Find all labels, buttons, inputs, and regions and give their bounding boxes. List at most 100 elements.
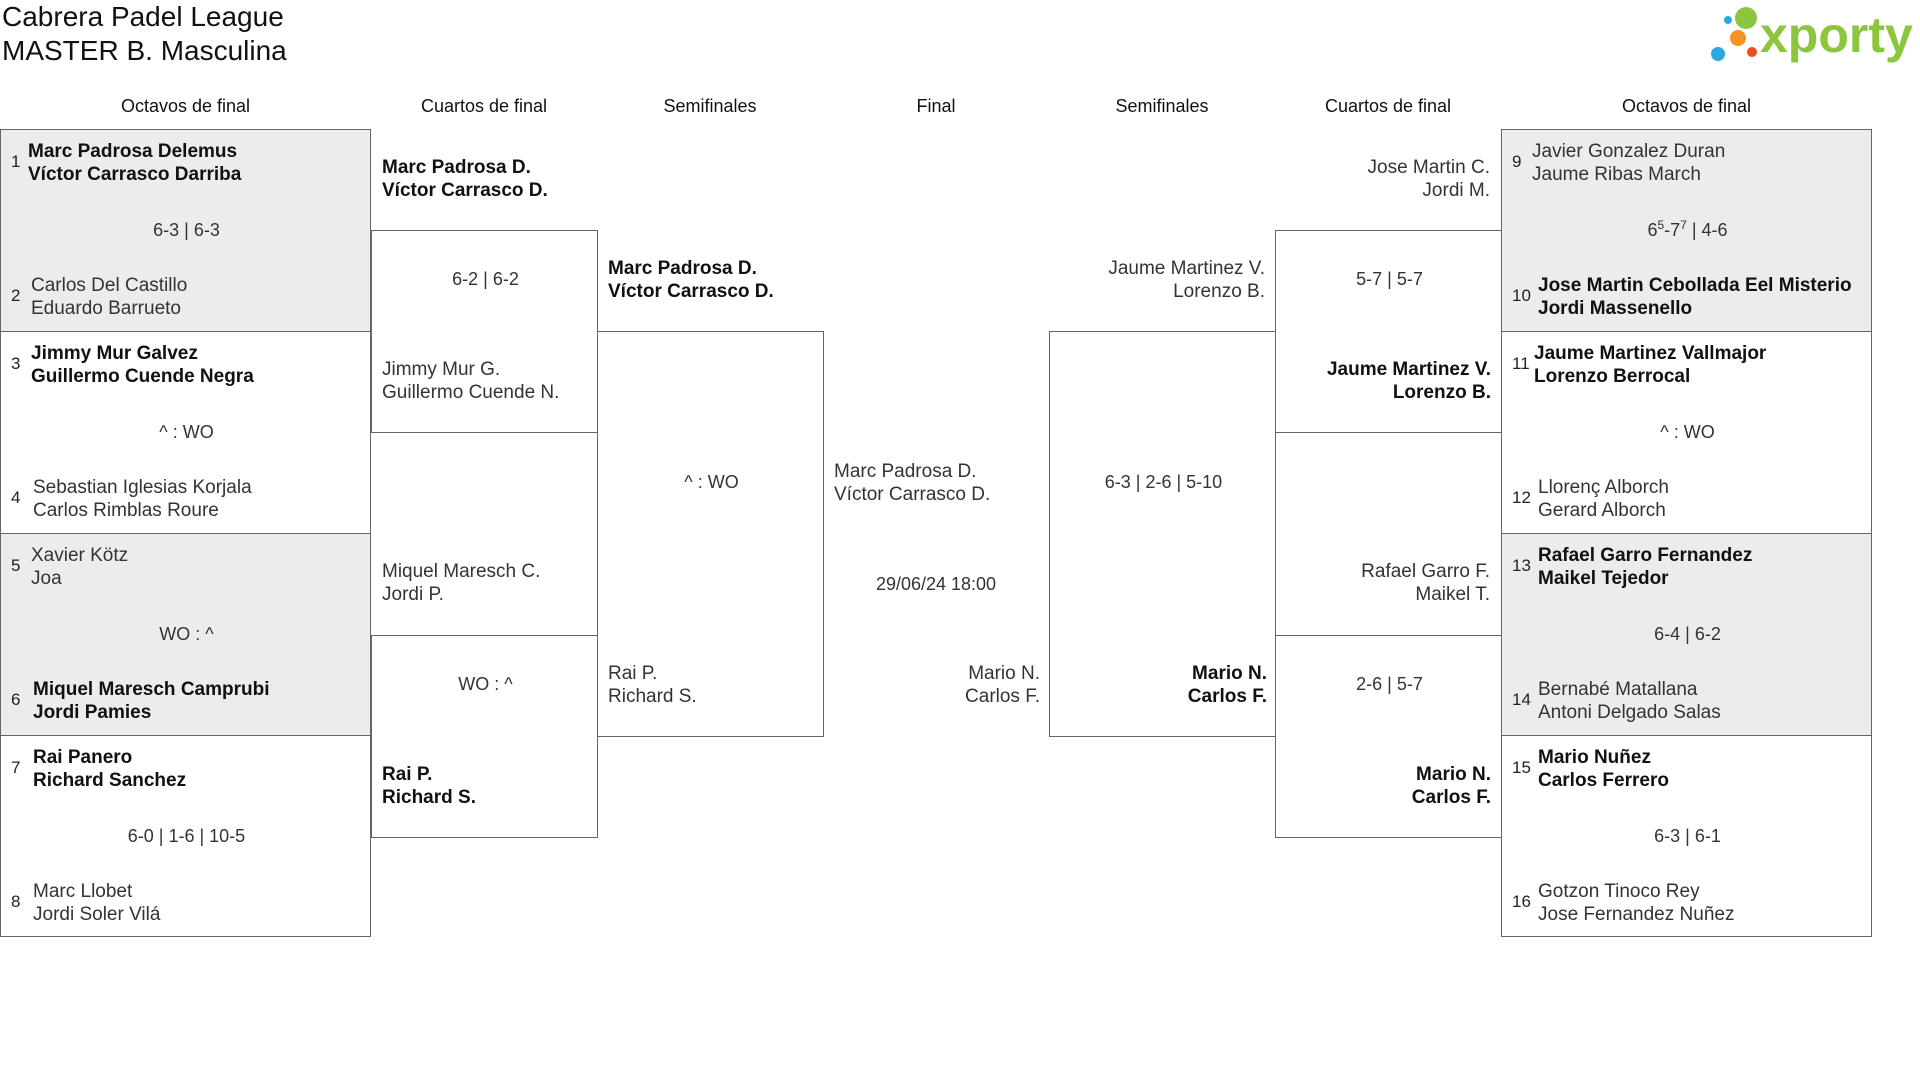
player: Jose Martin Cebollada Eel Misterio <box>1538 275 1852 296</box>
seed: 4 <box>11 488 21 507</box>
match-left-r16-1[interactable]: 1 Marc Padrosa Delemus Víctor Carrasco D… <box>0 129 371 331</box>
score-rest: | 4-6 <box>1686 220 1728 240</box>
match-right-r16-4[interactable]: 15 Mario Nuñez Carlos Ferrero 6-3 | 6-1 … <box>1501 735 1872 937</box>
player: Maikel Tejedor <box>1538 568 1669 589</box>
logo-dot-blue <box>1711 47 1725 61</box>
logo-dot-green <box>1735 7 1757 29</box>
player: Miquel Maresch C. <box>382 561 541 582</box>
score-set1: 6 <box>1647 220 1658 240</box>
player: Marc Padrosa Delemus <box>28 141 238 162</box>
match-left-r16-4[interactable]: 7 Rai Panero Richard Sanchez 6-0 | 1-6 |… <box>0 735 371 937</box>
player: Jordi P. <box>382 584 444 605</box>
player: Mario Nuñez <box>1538 747 1651 768</box>
match-score: ^ : WO <box>684 472 739 492</box>
player: Marc Padrosa D. <box>608 258 757 279</box>
player: Jose Martin C. <box>1367 157 1490 178</box>
right-sf-team-a: Jaume Martinez V. Lorenzo B. <box>1108 257 1265 303</box>
match-right-qf-2[interactable]: 2-6 | 5-7 Mario N. Carlos F. <box>1275 635 1502 838</box>
team-b: Sebastian Iglesias Korjala Carlos Rimbla… <box>33 476 252 522</box>
seed: 5 <box>11 556 21 575</box>
match-score: 2-6 | 5-7 <box>1356 674 1423 694</box>
seed: 7 <box>11 758 21 777</box>
left-qf-1-team-a: Marc Padrosa D. Víctor Carrasco D. <box>382 156 548 202</box>
player: Bernabé Matallana <box>1538 679 1698 700</box>
seed: 16 <box>1512 892 1531 911</box>
player: Carlos F. <box>965 686 1040 707</box>
match-left-qf-1[interactable]: 6-2 | 6-2 Jimmy Mur G. Guillermo Cuende … <box>371 230 598 433</box>
player: Richard S. <box>382 787 476 808</box>
player: Eduardo Barrueto <box>31 298 181 319</box>
match-right-r16-1[interactable]: 9 Javier Gonzalez Duran Jaume Ribas Marc… <box>1501 129 1872 331</box>
team-b: Llorenç Alborch Gerard Alborch <box>1538 476 1669 522</box>
right-qf-2-team-a: Rafael Garro F. Maikel T. <box>1361 560 1490 606</box>
team-a: Rafael Garro Fernandez Maikel Tejedor <box>1538 544 1752 590</box>
final-datetime: 29/06/24 18:00 <box>875 574 997 594</box>
match-left-r16-3[interactable]: 5 Xavier Kötz Joa WO : ^ 6 Miquel Maresc… <box>0 533 371 735</box>
player: Joa <box>31 568 62 589</box>
match-score: 6-2 | 6-2 <box>452 269 519 289</box>
player: Víctor Carrasco D. <box>382 180 548 201</box>
score-sep: -7 <box>1664 220 1681 240</box>
match-score: 6-3 | 6-3 <box>153 220 220 240</box>
match-right-sf[interactable]: 6-3 | 2-6 | 5-10 Mario N. Carlos F. <box>1049 331 1276 737</box>
match-right-r16-2[interactable]: 11 Jaume Martinez Vallmajor Lorenzo Berr… <box>1501 331 1872 533</box>
player: Jordi M. <box>1422 180 1490 201</box>
seed: 10 <box>1512 286 1531 305</box>
player: Víctor Carrasco Darriba <box>28 164 242 185</box>
player: Maikel T. <box>1415 584 1490 605</box>
team-b: Mario N. Carlos F. <box>1188 662 1267 708</box>
xporty-logo[interactable]: xporty <box>1694 0 1920 72</box>
match-left-r16-2[interactable]: 3 Jimmy Mur Galvez Guillermo Cuende Negr… <box>0 331 371 533</box>
team-b: Miquel Maresch Camprubi Jordi Pamies <box>33 678 270 724</box>
team-a: Jaume Martinez Vallmajor Lorenzo Berroca… <box>1534 342 1766 388</box>
seed: 12 <box>1512 488 1531 507</box>
player: Jimmy Mur Galvez <box>31 343 198 364</box>
category-title: MASTER B. Masculina <box>2 35 287 66</box>
team-a: Marc Padrosa Delemus Víctor Carrasco Dar… <box>28 140 241 186</box>
team-a: Jimmy Mur Galvez Guillermo Cuende Negra <box>31 342 254 388</box>
team-b: Mario N. Carlos F. <box>1412 763 1491 809</box>
team-b: Jaume Martinez V. Lorenzo B. <box>1327 358 1491 404</box>
player: Carlos F. <box>1411 787 1491 808</box>
player: Gerard Alborch <box>1538 500 1666 521</box>
match-right-r16-3[interactable]: 13 Rafael Garro Fernandez Maikel Tejedor… <box>1501 533 1872 735</box>
match-score: ^ : WO <box>159 422 214 442</box>
seed: 14 <box>1512 690 1531 709</box>
seed: 2 <box>11 286 21 305</box>
player: Gotzon Tinoco Rey <box>1538 881 1700 902</box>
header-final: Final <box>916 96 956 116</box>
player: Jordi Soler Vilá <box>33 904 161 925</box>
player: Lorenzo B. <box>1392 382 1491 403</box>
match-score: 6-0 | 1-6 | 10-5 <box>127 826 246 846</box>
team-a: Xavier Kötz Joa <box>31 544 128 590</box>
player: Rai Panero <box>33 747 133 768</box>
match-score: 6-3 | 2-6 | 5-10 <box>1104 472 1223 492</box>
player: Guillermo Cuende Negra <box>31 366 254 387</box>
team-b: Rai P. Richard S. <box>608 662 697 708</box>
match-score: 6-3 | 6-1 <box>1654 826 1721 846</box>
player: Mario N. <box>968 663 1040 684</box>
tiebreak: 5 <box>1657 218 1665 232</box>
team-b: Rai P. Richard S. <box>382 763 476 809</box>
player: Llorenç Alborch <box>1538 477 1669 498</box>
match-left-sf[interactable]: ^ : WO Rai P. Richard S. <box>597 331 824 737</box>
team-b: Jose Martin Cebollada Eel Misterio Jordi… <box>1538 274 1852 320</box>
match-right-qf-1[interactable]: 5-7 | 5-7 Jaume Martinez V. Lorenzo B. <box>1275 230 1502 433</box>
player: Miquel Maresch Camprubi <box>33 679 270 700</box>
player: Marc Padrosa D. <box>382 157 531 178</box>
seed: 9 <box>1512 152 1522 171</box>
header-right-qf: Cuartos de final <box>1324 96 1452 116</box>
player: Rai P. <box>382 764 433 785</box>
seed: 8 <box>11 892 21 911</box>
seed: 1 <box>11 152 21 171</box>
player: Jordi Pamies <box>33 702 152 723</box>
player: Carlos Del Castillo <box>31 275 188 296</box>
match-score: 6-4 | 6-2 <box>1654 624 1721 644</box>
player: Carlos Rimblas Roure <box>33 500 219 521</box>
team-a: Mario Nuñez Carlos Ferrero <box>1538 746 1669 792</box>
final-team-b: Mario N. Carlos F. <box>965 662 1040 708</box>
player: Marc Llobet <box>33 881 133 902</box>
team-a: Javier Gonzalez Duran Jaume Ribas March <box>1532 140 1725 186</box>
player: Jaume Ribas March <box>1532 164 1701 185</box>
match-left-qf-2[interactable]: WO : ^ Rai P. Richard S. <box>371 635 598 838</box>
